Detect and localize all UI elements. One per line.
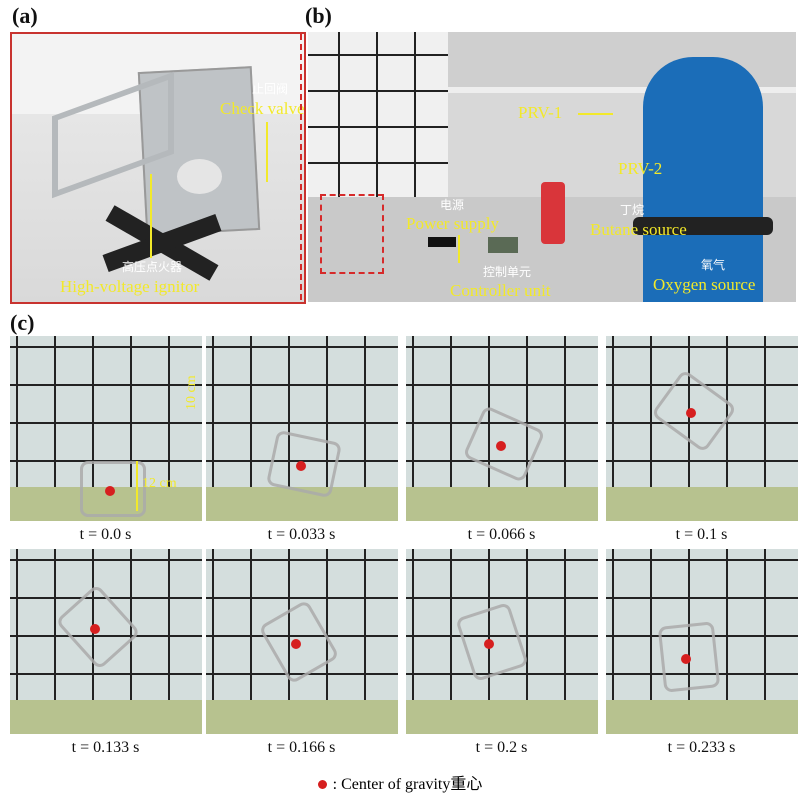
power-cn: 电源 [440,198,465,212]
frame-time-caption: t = 0.166 s [267,739,336,756]
scale-12cm: 12 cm [142,476,177,491]
power-en: Power supply [406,214,500,233]
ignitor-en: High-voltage ignitor [60,277,200,296]
oxygen-en: Oxygen source [653,275,756,294]
cog-dot-icon [317,780,327,789]
frame-photo [406,336,598,521]
panel-a-photo: 止回阀 Check valve 高压点火器 High-voltage ignit… [10,32,306,304]
panel-a-label: (a) [12,3,38,28]
center-of-gravity-dot [105,486,115,496]
center-of-gravity-dot [296,461,306,471]
frame-photo [206,549,398,734]
oxygen-cn: 氧气 [701,258,726,272]
panel-b-photo: PRV-1 PRV-2 电源 Power supply 控制单元 Control… [308,32,796,302]
controller-en: Controller unit [450,281,551,300]
butane-en: Butane source [590,220,687,239]
butane-cn: 丁烷 [620,203,645,217]
frame-time-caption: t = 0.133 s [71,739,140,756]
frame-photo [606,549,798,734]
robot-highlight-box [320,194,384,274]
frame-photo [10,549,202,734]
center-of-gravity-dot [681,654,691,664]
center-of-gravity-dot [291,639,301,649]
center-of-gravity-dot [90,624,100,634]
legend: : Center of gravity重心 [0,770,800,794]
frame-photo: 12 cm [10,336,202,521]
arrow-icon [150,174,152,258]
panel-b-label: (b) [305,3,332,28]
frame-time-caption: t = 0.033 s [267,526,336,543]
frame-time-caption: t = 0.233 s [667,739,736,756]
frame-time-caption: t = 0.1 s [675,526,728,543]
oxygen-cylinder [643,57,763,302]
frame-time-caption: t = 0.066 s [467,526,536,543]
prv2-label: PRV-2 [618,159,663,178]
controller-cn: 控制单元 [483,265,532,279]
center-of-gravity-dot [496,441,506,451]
center-of-gravity-dot [484,639,494,649]
frame-photo [406,549,598,734]
scale-10cm: 10 cm [184,375,199,410]
robot [80,461,146,517]
frame-time-caption: t = 0.2 s [475,739,528,756]
arrow-icon [266,122,268,182]
center-of-gravity-dot [686,408,696,418]
panel-c-label: (c) [10,310,35,335]
check-valve-en: Check valve [220,99,305,118]
butane-can [541,182,565,244]
prv1-label: PRV-1 [518,103,563,122]
ignitor-cn: 高压点火器 [122,260,183,274]
frame-photo [606,336,798,521]
check-valve-cn: 止回阀 [252,82,289,96]
frame-time-caption: t = 0.0 s [79,526,132,543]
frame-photo [206,336,398,521]
legend-text: : Center of gravity重心 [332,776,483,793]
